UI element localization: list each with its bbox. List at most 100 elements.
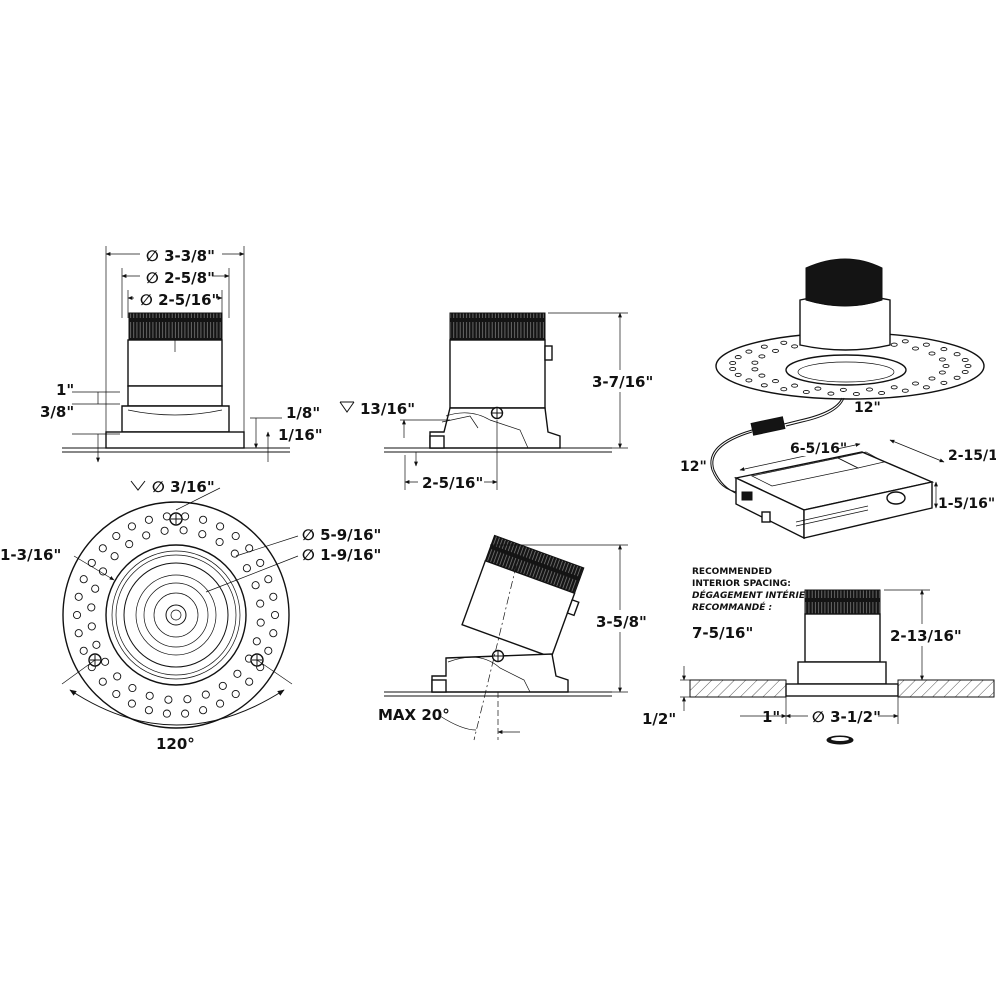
perforation-hole	[734, 372, 742, 377]
perforation-hole	[183, 695, 192, 704]
perforation-hole	[751, 367, 759, 372]
perforation-hole	[953, 352, 961, 357]
dim-1-2: 1/2"	[642, 710, 676, 728]
perforation-hole	[98, 544, 107, 553]
perforation-hole	[87, 603, 96, 612]
perforation-hole	[961, 369, 969, 375]
perforation-hole	[760, 383, 768, 388]
perforation-hole	[251, 581, 260, 590]
perforation-hole	[751, 360, 759, 365]
perforation-hole	[729, 366, 737, 372]
screw-top	[169, 512, 183, 526]
perforation-hole	[256, 599, 265, 608]
heatsink-fins	[128, 312, 223, 341]
note-degagement: DÉGAGEMENT INTÉRIEUR	[692, 589, 819, 601]
perforation-hole	[201, 690, 210, 699]
perforation-hole	[839, 387, 847, 392]
dim-3-8: 3/8"	[40, 403, 74, 421]
perforation-hole	[890, 385, 898, 390]
perforation-hole	[127, 522, 136, 531]
front-elevation: ∅ 3-3/8" ∅ 2-5/8" ∅ 2-5/16" 1" 3/8" 1/8"…	[40, 244, 323, 463]
perforation-hole	[928, 351, 936, 356]
dim-2-15-16: 2-15/16"	[948, 448, 996, 464]
dim-lead-12-top: 12"	[854, 400, 881, 416]
perforation-hole	[928, 376, 936, 381]
perforation-hole	[215, 537, 224, 547]
perforation-hole	[264, 646, 273, 655]
dim-7-5-16: 7-5/16"	[692, 624, 753, 642]
perforation-hole	[164, 695, 173, 704]
dim-1-3-16: 1-3/16"	[0, 546, 61, 564]
dim-2-5-16: 2-5/16"	[422, 474, 483, 492]
perforation-hole	[112, 531, 121, 541]
dim-13-16: 13/16"	[360, 400, 415, 418]
note-recommended: RECOMMENDED	[692, 567, 772, 577]
perforation-hole	[901, 339, 909, 344]
perforation-hole	[745, 378, 753, 383]
perforation-hole	[110, 552, 119, 561]
perforation-hole	[127, 699, 136, 708]
perforation-hole	[940, 380, 948, 385]
dim-outer-diameter: ∅ 3-3/8"	[146, 247, 215, 265]
perforation-hole	[270, 610, 280, 620]
perforation-hole	[256, 558, 265, 567]
perforation-hole	[852, 391, 860, 397]
dim-max-20: MAX 20°	[378, 706, 450, 724]
perforation-hole	[112, 689, 121, 699]
perforation-hole	[199, 515, 208, 524]
perforation-hole	[901, 388, 909, 393]
perforation-hole	[866, 387, 873, 392]
perforation-hole	[964, 363, 972, 369]
dim-1-16: 1/16"	[278, 426, 323, 444]
dim-6-5-16: 6-5/16"	[790, 441, 847, 457]
perforation-hole	[79, 575, 88, 584]
perforation-hole	[938, 370, 946, 375]
perforation-hole	[125, 540, 134, 549]
perforation-hole	[231, 531, 240, 541]
perforation-hole	[216, 522, 225, 531]
perforation-hole	[198, 530, 207, 539]
perforation-hole	[758, 373, 766, 378]
dim-1-5-16: 1-5/16"	[938, 496, 995, 512]
perforation-hole	[772, 348, 779, 353]
perforation-hole	[98, 567, 108, 576]
perforation-hole	[912, 381, 919, 386]
dim-mid-diameter: ∅ 2-5/8"	[146, 269, 215, 287]
dim-cutout: ∅ 3-1/2"	[812, 708, 881, 726]
perforation-hole	[218, 681, 227, 690]
perforation-hole	[745, 349, 753, 354]
perforation-hole	[729, 360, 737, 366]
dim-3-16: ∅ 3/16"	[152, 478, 215, 496]
dim-5-9-16: ∅ 5-9/16"	[302, 526, 381, 544]
perforation-hole	[128, 683, 137, 693]
dim-1-inch: 1"	[56, 381, 74, 399]
note-interior-spacing: INTERIOR SPACING:	[692, 579, 791, 589]
perforation-hole	[961, 357, 969, 363]
perforation-hole	[264, 575, 273, 584]
perforation-hole	[230, 549, 239, 558]
perforation-hole	[269, 629, 278, 638]
perforation-hole	[79, 646, 88, 655]
perforation-hole	[256, 618, 265, 627]
perforation-hole	[791, 383, 799, 388]
perforation-hole	[72, 610, 82, 620]
perforation-hole	[734, 355, 742, 360]
perforation-hole	[142, 531, 151, 540]
dim-1-9-16: ∅ 1-9/16"	[302, 546, 381, 564]
dim-lead-12-left: 12"	[680, 459, 707, 475]
perforation-hole	[890, 342, 898, 347]
perforation-hole	[160, 526, 169, 535]
perforation-hole	[878, 390, 886, 396]
dim-3-5-8: 3-5/8"	[596, 613, 647, 631]
perforation-hole	[101, 657, 110, 666]
perforation-hole	[242, 564, 251, 573]
perforation-hole	[91, 584, 100, 593]
perforation-hole	[938, 357, 946, 362]
perforation-hole	[269, 592, 278, 601]
perforation-hole	[780, 387, 788, 392]
plan-view: ∅ 3/16" 1-3/16" ∅ 5-9/16" ∅ 1-9/16" 120°	[0, 478, 381, 753]
perforation-hole	[802, 389, 810, 395]
perforation-hole	[162, 709, 171, 718]
perforation-hole	[233, 669, 242, 678]
